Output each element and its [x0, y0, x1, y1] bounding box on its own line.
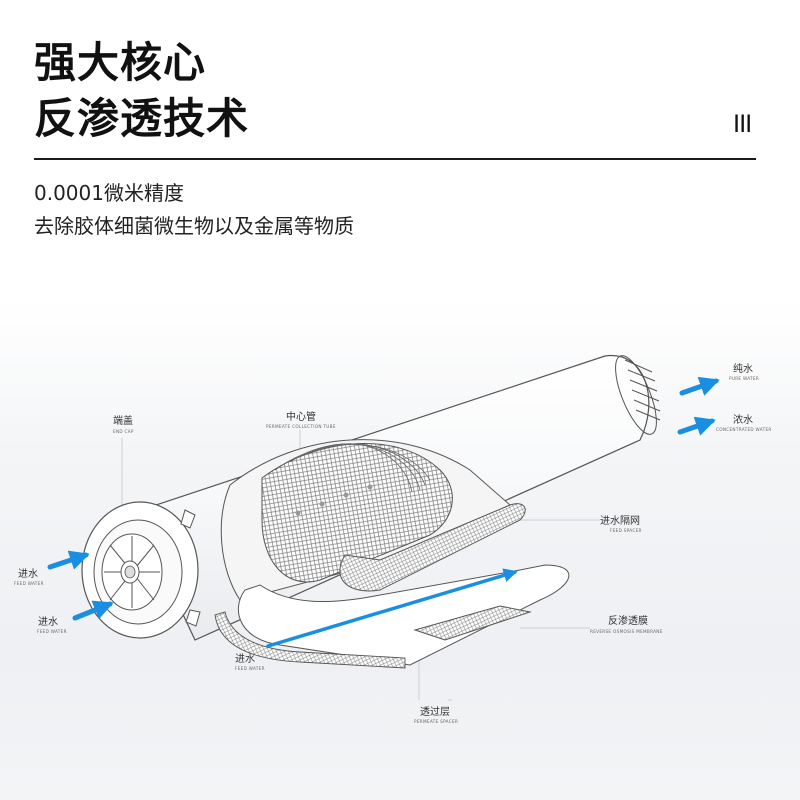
collection-tube-holes — [295, 484, 373, 516]
removal-description: 去除胶体细菌微生物以及金属等物质 — [34, 214, 354, 238]
pure-water-arrow — [679, 376, 720, 396]
end-cap-left — [81, 501, 201, 639]
membrane-sheet — [237, 564, 570, 666]
feed-arrow-middle — [266, 568, 518, 648]
feed-arrow-left-upper — [47, 550, 90, 570]
precision-text: 0.0001微米精度 — [34, 181, 184, 205]
label-feed-middle-en: FEED WATER — [235, 666, 265, 671]
label-permeate-spacer-en: PERMEATE SPACER — [414, 719, 458, 724]
label-membrane-en: REVERSE OSMOSIS MEMBRANE — [590, 629, 663, 634]
label-pure-water-en: PURE WATER — [729, 376, 759, 381]
label-feed-middle: 进水 — [235, 653, 255, 665]
ro-membrane-diagram: 端盖 END CAP 中心管 PERMEATE COLLECTION TUBE … — [14, 355, 772, 724]
membrane-layers — [274, 443, 431, 493]
label-membrane: 反渗透膜 — [608, 614, 648, 627]
label-collection-tube: 中心管 — [286, 410, 316, 423]
membrane-edge-strip — [214, 611, 406, 669]
flow-arrows — [47, 376, 720, 621]
menu-icon[interactable]: III — [733, 110, 752, 138]
end-cap-right — [615, 355, 661, 435]
label-concentrate: 浓水 — [733, 414, 753, 426]
feed-arrow-left-lower — [72, 600, 114, 621]
label-feed-left-1: 进水 — [18, 568, 38, 580]
label-feed-spacer-en: FEED SPACER — [610, 528, 642, 533]
label-end-cap-en: END CAP — [113, 429, 134, 434]
permeate-spacer-sheet — [413, 605, 532, 641]
label-feed-spacer: 进水隔网 — [600, 515, 640, 527]
headline-line-1: 强大核心 — [34, 38, 207, 87]
label-concentrate-en: CONCENTRATED WATER — [716, 427, 772, 432]
label-feed-left-1-en: FEED WATER — [14, 581, 44, 586]
headline-line-2: 反渗透技术 — [34, 94, 250, 143]
header-divider — [34, 158, 756, 160]
label-end-cap: 端盖 — [113, 414, 133, 427]
label-feed-left-2-en: FEED WATER — [37, 629, 67, 634]
label-pure-water: 纯水 — [733, 362, 753, 375]
label-collection-tube-en: PERMEATE COLLECTION TUBE — [266, 424, 336, 429]
concentrate-arrow — [677, 416, 716, 436]
feed-spacer-sheet — [339, 503, 526, 592]
label-permeate-spacer: 透过层 — [420, 705, 450, 718]
label-feed-left-2: 进水 — [38, 616, 58, 628]
